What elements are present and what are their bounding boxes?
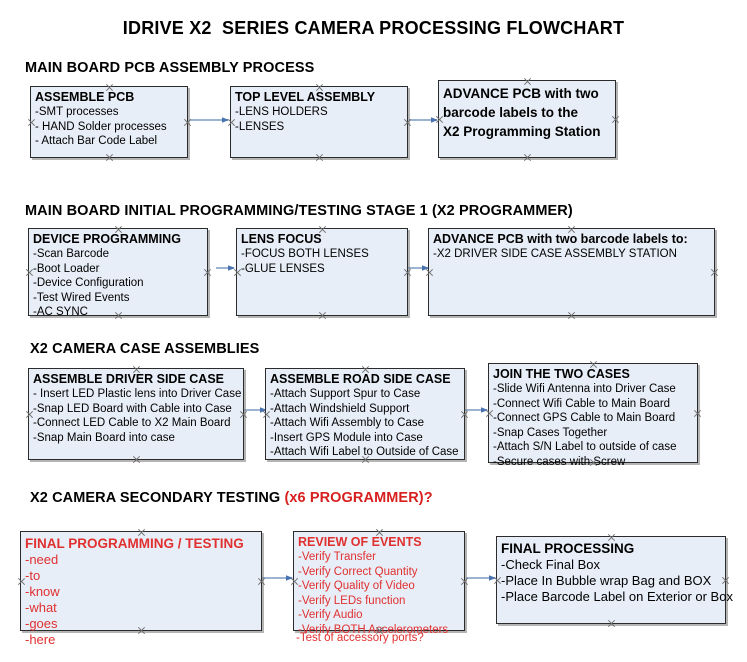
node-line: -Verify Audio bbox=[298, 609, 363, 621]
node-line: -Attach Support Spur to Case bbox=[270, 388, 421, 400]
node-line: -Snap Main Board into case bbox=[33, 431, 175, 444]
node-line: -Slide Wifi Antenna into Driver Case bbox=[493, 383, 676, 395]
node-advance-pcb-to-programming-station[interactable]: ADVANCE PCB with two barcode labels to t… bbox=[438, 80, 616, 158]
node-header: FINAL PROCESSING bbox=[501, 541, 635, 556]
node-line: -AC SYNC bbox=[33, 306, 88, 318]
node-line: -goes bbox=[25, 616, 58, 631]
node-review-of-events-overflow-line: -Test of accessory ports? bbox=[296, 632, 424, 644]
section-heading-text: X2 CAMERA CASE ASSEMBLIES bbox=[30, 341, 260, 357]
node-header: ASSEMBLE PCB bbox=[35, 90, 135, 104]
node-final-programming-testing[interactable]: FINAL PROGRAMMING / TESTING -need -to -k… bbox=[20, 531, 262, 647]
node-assemble-road-side-case[interactable]: ASSEMBLE ROAD SIDE CASE -Attach Support … bbox=[265, 368, 465, 460]
section-heading-text: MAIN BOARD PCB ASSEMBLY PROCESS bbox=[25, 60, 315, 76]
node-line: -Device Configuration bbox=[33, 277, 144, 289]
section-heading-main-board-pcb-assembly: MAIN BOARD PCB ASSEMBLY PROCESS bbox=[25, 60, 314, 76]
node-review-of-events[interactable]: REVIEW OF EVENTS -Verify Transfer -Verif… bbox=[293, 531, 465, 636]
node-header: ASSEMBLE ROAD SIDE CASE bbox=[270, 372, 451, 386]
node-line: -Snap Cases Together bbox=[493, 426, 608, 439]
node-line: -Snap LED Board with Cable into Case bbox=[33, 402, 232, 415]
node-header: ADVANCE PCB with two bbox=[443, 86, 599, 101]
section-heading-text: MAIN BOARD INITIAL PROGRAMMING/TESTING S… bbox=[25, 203, 573, 219]
node-header: ASSEMBLE DRIVER SIDE CASE bbox=[33, 372, 225, 386]
node-line: -X2 DRIVER SIDE CASE ASSEMBLY STATION bbox=[433, 248, 677, 260]
node-header: ADVANCE PCB with two barcode labels to: bbox=[433, 232, 688, 246]
node-line: -Verify BOTH Accelerometers bbox=[298, 623, 449, 636]
node-line: -Connect Wifi Cable to Main Board bbox=[493, 397, 671, 410]
node-line: -Boot Loader bbox=[33, 262, 100, 275]
node-line: -need bbox=[25, 552, 59, 567]
node-line: -know bbox=[25, 584, 60, 599]
section-heading-x2-camera-case-assemblies: X2 CAMERA CASE ASSEMBLIES bbox=[30, 341, 259, 357]
section-heading-x2-camera-secondary-testing: X2 CAMERA SECONDARY TESTING (x6 PROGRAMM… bbox=[30, 490, 433, 506]
node-line: X2 Programming Station bbox=[443, 124, 601, 139]
node-line: -Place Barcode Label on Exterior or Box bbox=[501, 589, 733, 604]
node-line: -LENSES bbox=[235, 120, 285, 133]
node-line: -Verify Transfer bbox=[298, 551, 376, 563]
node-line: -here bbox=[25, 632, 56, 647]
node-top-level-assembly[interactable]: TOP LEVEL ASSEMBLY -LENS HOLDERS -LENSES bbox=[230, 86, 408, 158]
node-line: -to bbox=[25, 568, 41, 583]
node-assemble-driver-side-case[interactable]: ASSEMBLE DRIVER SIDE CASE - Insert LED P… bbox=[28, 368, 244, 460]
node-header: REVIEW OF EVENTS bbox=[298, 535, 422, 549]
section-heading-main-board-initial-programming: MAIN BOARD INITIAL PROGRAMMING/TESTING S… bbox=[25, 203, 573, 219]
page-title: IDRIVE X2 SERIES CAMERA PROCESSING FLOWC… bbox=[122, 18, 625, 38]
node-line: -Insert GPS Module into Case bbox=[270, 431, 423, 444]
node-line: -GLUE LENSES bbox=[241, 262, 325, 275]
node-header: TOP LEVEL ASSEMBLY bbox=[235, 90, 376, 104]
node-advance-pcb-to-driver-side-case[interactable]: ADVANCE PCB with two barcode labels to: … bbox=[428, 228, 715, 316]
node-header: LENS FOCUS bbox=[241, 232, 322, 246]
node-line: -Attach Wifi Assembly to Case bbox=[270, 417, 425, 429]
section-heading-accent: (x6 PROGRAMMER)? bbox=[284, 490, 433, 506]
section-heading-text: X2 CAMERA SECONDARY TESTING bbox=[30, 490, 285, 506]
node-assemble-pcb[interactable]: ASSEMBLE PCB -SMT processes - HAND Solde… bbox=[30, 86, 188, 158]
node-header: JOIN THE TWO CASES bbox=[493, 367, 630, 381]
node-header: FINAL PROGRAMMING / TESTING bbox=[25, 536, 244, 551]
node-lens-focus[interactable]: LENS FOCUS -FOCUS BOTH LENSES -GLUE LENS… bbox=[236, 228, 408, 316]
node-join-the-two-cases[interactable]: JOIN THE TWO CASES -Slide Wifi Antenna i… bbox=[488, 363, 698, 468]
node-line: -what bbox=[25, 600, 57, 615]
node-line: -Connect GPS Cable to Main Board bbox=[493, 412, 676, 424]
node-header: DEVICE PROGRAMMING bbox=[33, 232, 181, 246]
node-line: -Test Wired Events bbox=[33, 291, 130, 304]
node-line: -Verify Quality of Video bbox=[298, 580, 415, 592]
node-line: -FOCUS BOTH LENSES bbox=[241, 248, 369, 260]
node-line: -Place In Bubble wrap Bag and BOX bbox=[501, 573, 712, 588]
node-line: -Secure cases with Screw bbox=[493, 455, 626, 468]
node-line: -Scan Barcode bbox=[33, 248, 110, 260]
node-line: barcode labels to the bbox=[443, 105, 579, 120]
node-line: - Insert LED Plastic lens into Driver Ca… bbox=[33, 388, 242, 400]
node-line: - Attach Bar Code Label bbox=[35, 135, 158, 147]
node-final-processing[interactable]: FINAL PROCESSING -Check Final Box -Place… bbox=[496, 536, 733, 624]
node-line: -Connect LED Cable to X2 Main Board bbox=[33, 417, 231, 429]
node-line: -Attach Windshield Support bbox=[270, 402, 410, 415]
node-line: - HAND Solder processes bbox=[35, 120, 167, 133]
node-line: -Check Final Box bbox=[501, 557, 600, 572]
node-device-programming[interactable]: DEVICE PROGRAMMING -Scan Barcode -Boot L… bbox=[28, 228, 208, 318]
node-line: -Verify LEDs function bbox=[298, 594, 406, 607]
node-line: -Attach S/N Label to outside of case bbox=[493, 441, 677, 453]
node-line: -LENS HOLDERS bbox=[235, 106, 328, 118]
node-line: -SMT processes bbox=[35, 106, 119, 118]
node-line: -Attach Wifi Label to Outside of Case bbox=[270, 446, 459, 458]
node-line: -Verify Correct Quantity bbox=[298, 565, 418, 578]
